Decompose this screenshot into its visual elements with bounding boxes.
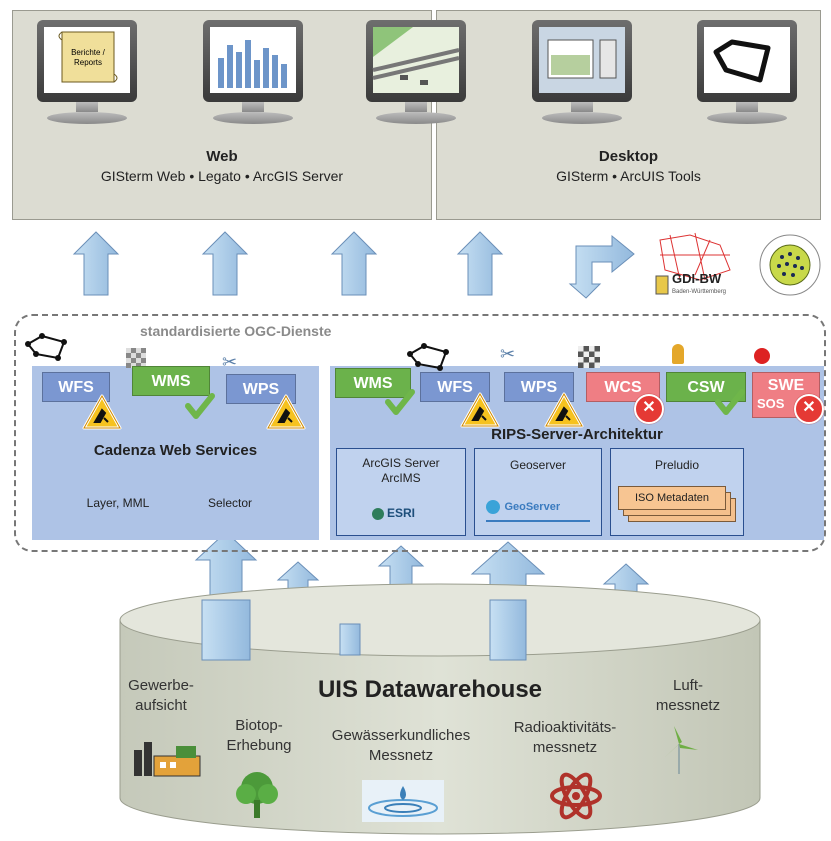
svg-text:Baden-Württemberg: Baden-Württemberg xyxy=(672,289,726,295)
warehouse-title: UIS Datawarehouse xyxy=(317,676,543,703)
tools-icon: ✂ xyxy=(222,352,238,372)
source-gewerbeaufsicht: Gewerbe-aufsicht xyxy=(128,677,194,714)
rips-checker-icon xyxy=(578,346,600,368)
ogc-title: standardisierte OGC-Dienste xyxy=(140,323,332,339)
tree-icon xyxy=(236,772,278,818)
up-arrow-1 xyxy=(72,231,120,296)
web-panel-title: Web xyxy=(206,148,238,165)
source-radioaktivitaet: Radioaktivitäts-messnetz xyxy=(513,719,617,756)
esri-logo: ESRI xyxy=(372,506,415,520)
info-pin-icon xyxy=(672,344,684,364)
rips-tools-icon: ✂ xyxy=(500,344,516,364)
rips-csw-tag: CSW xyxy=(666,372,746,402)
inspire-logo xyxy=(759,234,821,296)
rips-title: RIPS-Server-Architektur xyxy=(491,426,663,443)
geoserver-globe-icon xyxy=(486,499,500,514)
svg-text:Reports: Reports xyxy=(74,58,102,67)
sos-label: SOS xyxy=(757,396,785,411)
geoserver-title: Geoserver xyxy=(509,458,567,472)
globe-icon xyxy=(372,507,384,520)
arcgis-title: ArcGIS Server ArcIMS xyxy=(362,456,440,485)
rips-wps-tag: WPS xyxy=(504,372,574,402)
preludio-title: Preludio xyxy=(654,458,700,472)
checker-icon xyxy=(126,348,146,368)
monitor-polygon xyxy=(697,20,797,124)
monitor-chart xyxy=(203,20,303,124)
cadenza-title: Cadenza Web Services xyxy=(93,442,258,459)
source-luftmessnetz: Luft-messnetz xyxy=(655,677,721,714)
cadenza-label-selector: Selector xyxy=(207,496,253,510)
error-icon-rips-wcs: ✕ xyxy=(634,394,664,424)
svg-text:GDI-BW: GDI-BW xyxy=(672,271,722,286)
swe-label: SWE xyxy=(767,377,805,394)
sensor-icon xyxy=(752,346,772,366)
svg-text:Berichte /: Berichte / xyxy=(71,48,106,57)
geoserver-logo: GeoServer xyxy=(486,498,590,522)
arcgis-box xyxy=(336,448,466,536)
iso-metadata-stack: ISO Metadaten xyxy=(618,486,738,530)
cadenza-wfs-tag: WFS xyxy=(42,372,110,402)
web-panel-subtitle: GISterm Web • Legato • ArcGIS Server xyxy=(100,168,344,184)
wind-turbine-icon xyxy=(664,726,698,774)
ogc-services-region xyxy=(14,314,826,552)
bent-arrow xyxy=(568,234,635,299)
cadenza-label-layer: Layer, MML xyxy=(86,496,150,510)
cadenza-wms-tag: WMS xyxy=(132,366,210,396)
desktop-panel-title: Desktop xyxy=(598,148,659,165)
monitor-reports: Berichte / Reports xyxy=(37,20,137,124)
error-icon-rips-swe: ✕ xyxy=(794,394,824,424)
atom-icon xyxy=(550,772,602,820)
rips-polygon-icon xyxy=(407,343,449,371)
monitors-illustration: Berichte / Reports xyxy=(37,20,797,124)
desktop-panel-subtitle: GISterm • ArcUIS Tools xyxy=(556,168,701,184)
rips-wms-tag: WMS xyxy=(335,368,411,398)
monitor-desktop-app xyxy=(532,20,632,124)
rips-wcs-tag: WCS xyxy=(586,372,660,402)
gdi-bw-logo: GDI-BW Baden-Württemberg xyxy=(655,232,731,295)
up-arrow-4 xyxy=(456,231,504,296)
source-gewaesser: Gewässerkundliches Messnetz xyxy=(331,727,471,764)
monitor-map xyxy=(366,20,466,124)
up-arrow-3 xyxy=(330,231,378,296)
up-arrow-2 xyxy=(201,231,249,296)
water-drop-icon xyxy=(362,780,444,822)
source-biotop: Biotop-Erhebung xyxy=(226,717,292,754)
polygon-icon xyxy=(25,333,67,361)
factory-icon xyxy=(134,742,201,777)
